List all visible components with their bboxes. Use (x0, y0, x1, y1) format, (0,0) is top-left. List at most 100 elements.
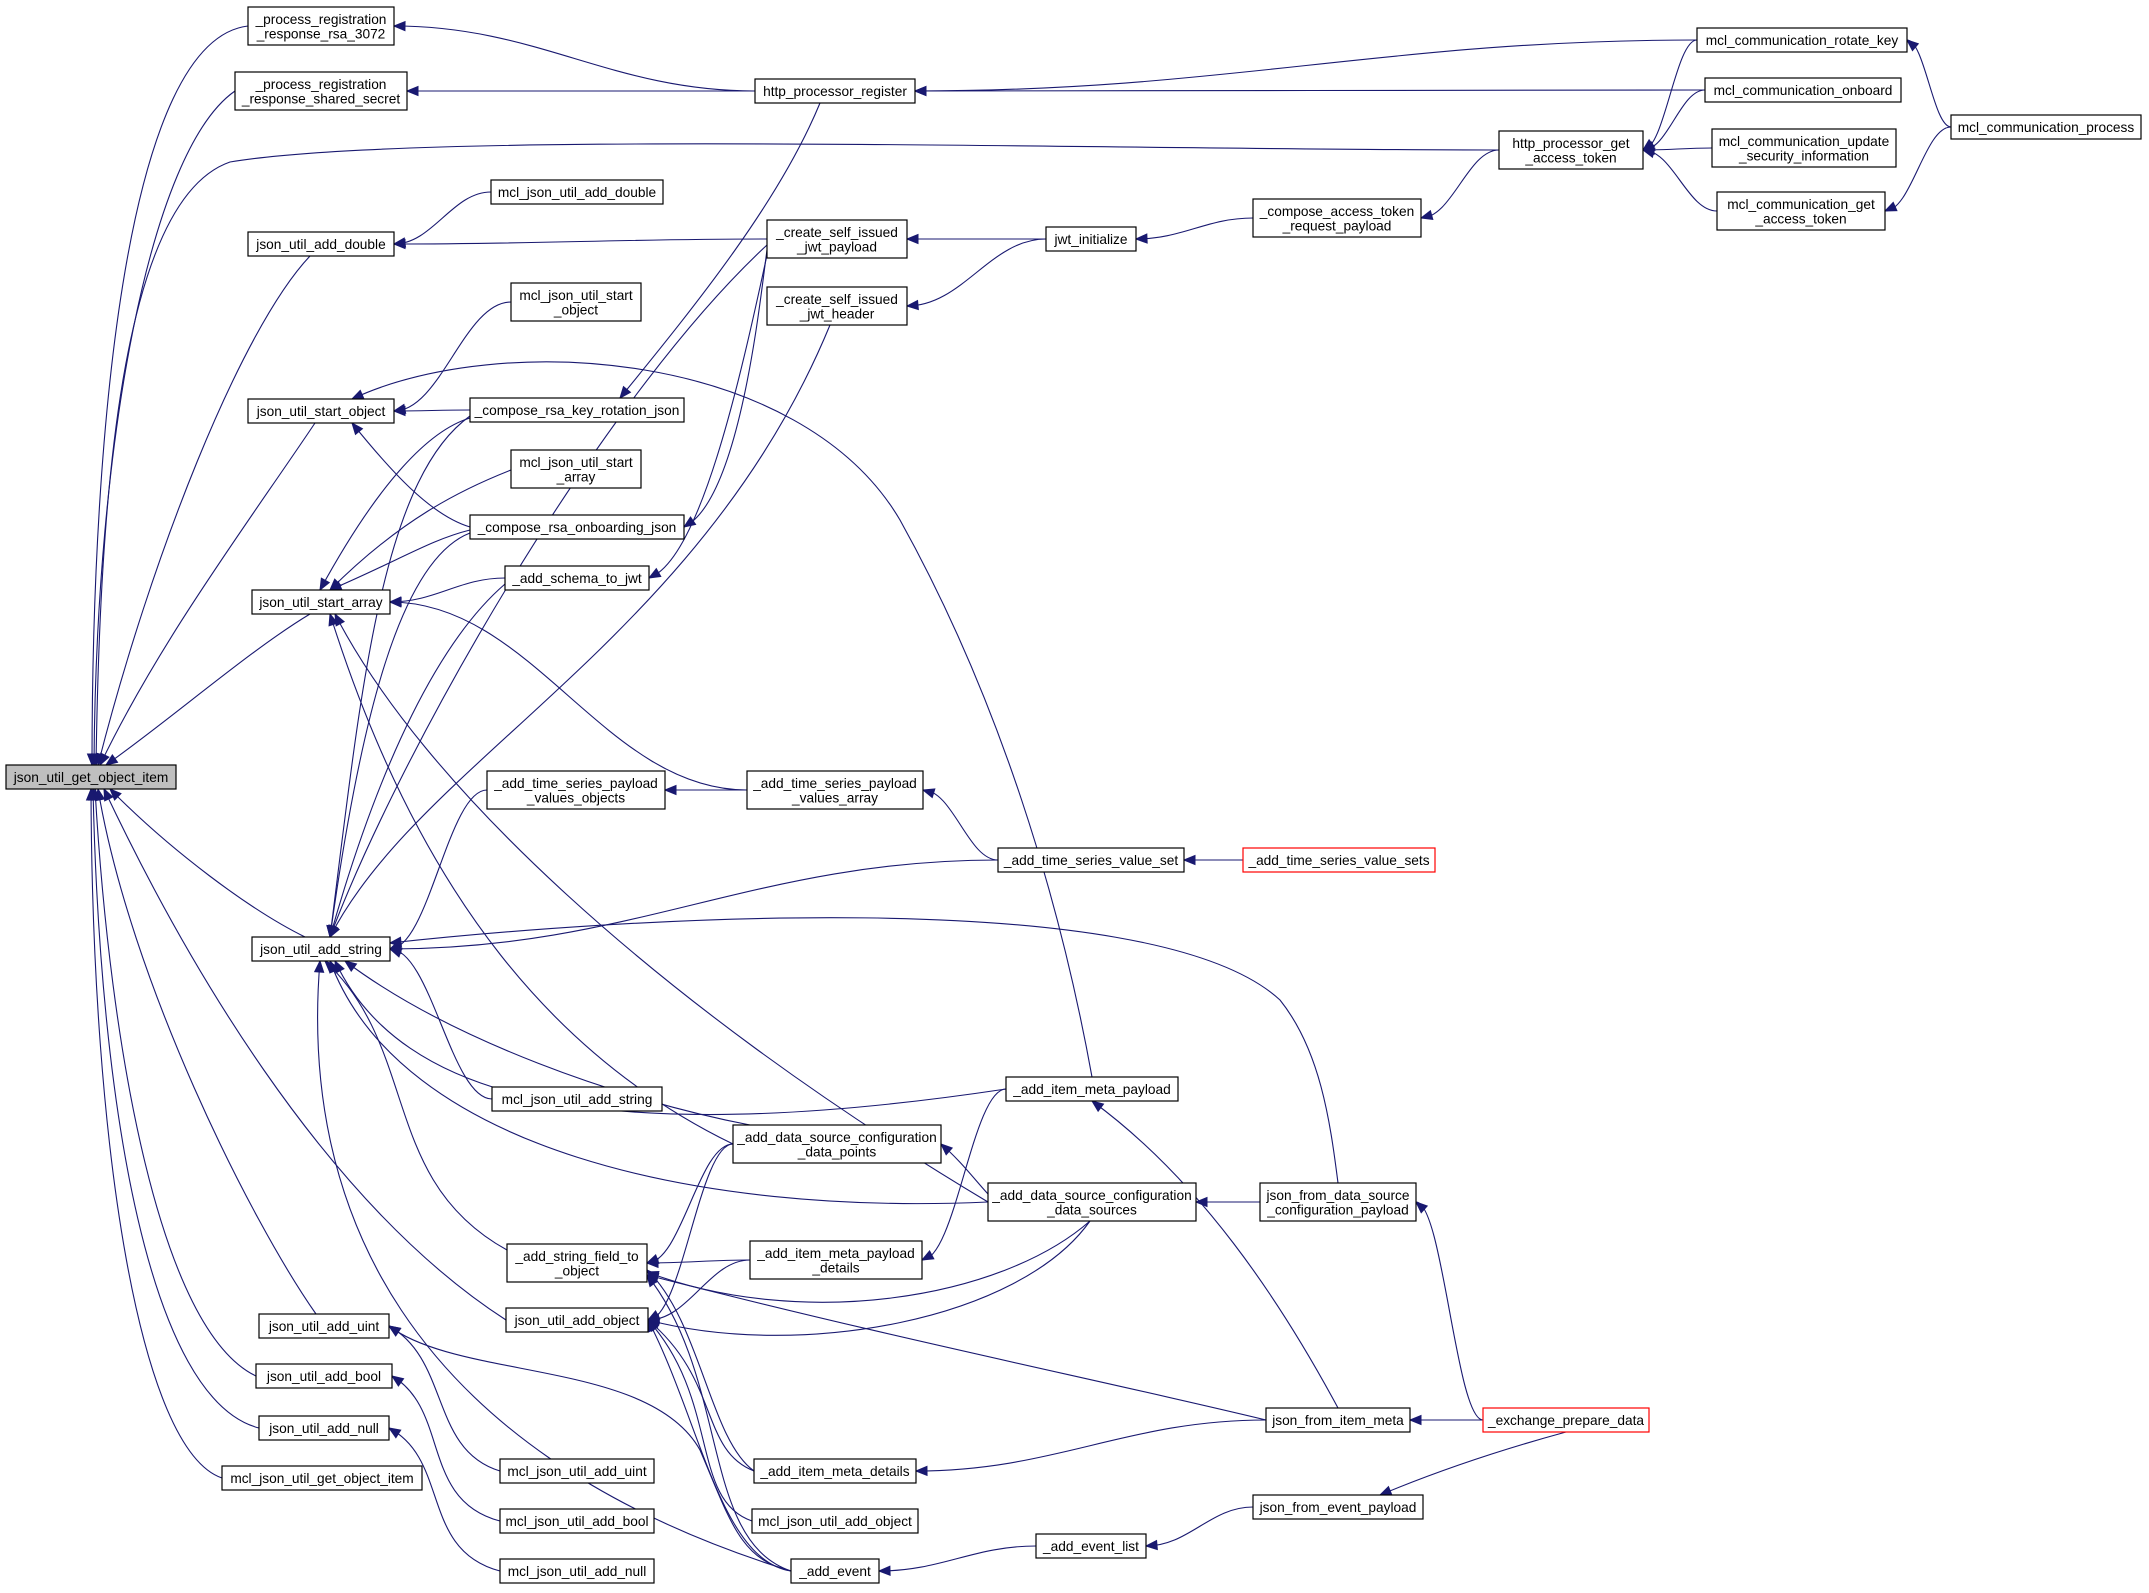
graph-node-n37[interactable]: _add_data_source_configuration_data_sour… (987, 1182, 1197, 1222)
node-box (1711, 128, 1897, 168)
graph-node-n28[interactable]: _add_time_series_payload_values_array (746, 770, 924, 810)
call-edge-n01-n04 (97, 255, 311, 766)
call-edge-n36-n42 (1091, 1100, 1339, 1409)
graph-node-n01[interactable]: json_util_get_object_item (5, 764, 177, 790)
node-box (1265, 1407, 1411, 1433)
call-edge-n21-n32 (647, 1319, 753, 1522)
call-edge-n07-n17 (329, 583, 506, 938)
call-edge-n05-n36 (351, 361, 1093, 1078)
node-label: _access_token (1754, 211, 1846, 226)
graph-node-n43[interactable]: json_from_event_payload (1252, 1494, 1424, 1520)
graph-node-n15[interactable]: mcl_json_util_start_array (510, 449, 642, 489)
node-label: mcl_json_util_add_object (758, 1514, 912, 1529)
edge-arrowhead (914, 1465, 928, 1477)
graph-node-n27[interactable]: _create_self_issued_jwt_header (766, 286, 908, 326)
graph-node-n19[interactable]: mcl_json_util_add_string (491, 1086, 663, 1112)
node-box (766, 286, 908, 326)
graph-node-n31[interactable]: _add_item_meta_details (753, 1458, 917, 1484)
call-edge-n01-n21 (103, 788, 507, 1321)
graph-node-n35[interactable]: _add_time_series_value_set (997, 847, 1185, 873)
graph-node-n02[interactable]: _process_registration_response_rsa_3072 (247, 6, 395, 46)
node-label: mcl_json_util_get_object_item (230, 1471, 413, 1486)
graph-node-n04[interactable]: json_util_add_double (247, 231, 395, 257)
graph-node-n45[interactable]: _exchange_prepare_data (1482, 1407, 1650, 1433)
graph-node-n29[interactable]: _add_data_source_configuration_data_poin… (732, 1124, 942, 1164)
node-label: _data_sources (1046, 1202, 1137, 1217)
graph-node-n46[interactable]: mcl_communication_rotate_key (1696, 27, 1908, 53)
call-edge-n08-n33 (388, 1325, 792, 1572)
node-label: json_util_start_array (258, 595, 382, 610)
node-box (247, 231, 395, 257)
graph-node-n33[interactable]: _add_event (790, 1558, 880, 1584)
node-label: _add_data_source_configuration (736, 1130, 936, 1145)
node-label: _process_registration (255, 12, 387, 27)
call-edge-n17-n26 (648, 254, 768, 579)
graph-node-n17[interactable]: _add_schema_to_jwt (504, 565, 650, 591)
node-label: json_util_start_object (256, 404, 386, 419)
graph-node-n07[interactable]: json_util_add_string (251, 936, 391, 962)
node-box (753, 1458, 917, 1484)
graph-node-n21[interactable]: json_util_add_object (505, 1307, 649, 1333)
graph-node-n06[interactable]: json_util_start_array (251, 589, 391, 615)
graph-node-n24[interactable]: mcl_json_util_add_null (499, 1558, 655, 1584)
graph-node-n36[interactable]: _add_item_meta_payload (1005, 1076, 1179, 1102)
node-label: _compose_rsa_key_rotation_json (474, 403, 680, 418)
graph-node-n03[interactable]: _process_registration_response_shared_se… (234, 71, 408, 111)
graph-node-n16[interactable]: _compose_rsa_onboarding_json (469, 514, 685, 540)
graph-node-n47[interactable]: mcl_communication_onboard (1704, 77, 1902, 103)
graph-node-n41[interactable]: json_from_data_source_configuration_payl… (1259, 1182, 1417, 1222)
call-edge-n20-n31 (646, 1269, 755, 1472)
graph-node-n22[interactable]: mcl_json_util_add_uint (499, 1458, 655, 1484)
graph-node-n26[interactable]: _create_self_issued_jwt_payload (766, 219, 908, 259)
graph-node-n13[interactable]: mcl_json_util_start_object (510, 282, 642, 322)
graph-node-n11[interactable]: mcl_json_util_get_object_item (221, 1465, 423, 1491)
call-edge-n30-n36 (921, 1088, 1007, 1261)
graph-node-n09[interactable]: json_util_add_bool (255, 1363, 393, 1389)
node-label: _compose_access_token (1259, 204, 1414, 219)
graph-node-n08[interactable]: json_util_add_uint (258, 1313, 390, 1339)
graph-node-n34[interactable]: jwt_initialize (1045, 226, 1137, 252)
call-edge-n01-n44 (95, 143, 1500, 766)
graph-node-n10[interactable]: json_util_add_null (258, 1415, 390, 1441)
node-box (504, 565, 650, 591)
call-edge-n44-n46 (1642, 39, 1698, 151)
edge-arrowhead (645, 1257, 659, 1269)
graph-node-n30[interactable]: _add_item_meta_payload_details (749, 1240, 923, 1280)
edge-arrowhead (1182, 854, 1196, 866)
graph-node-n25[interactable]: http_processor_register (754, 78, 916, 104)
edge-arrowhead (390, 1375, 405, 1387)
edge-arrowhead (1408, 1414, 1422, 1426)
node-box (505, 1307, 649, 1333)
node-box (1045, 226, 1137, 252)
graph-node-n42[interactable]: json_from_item_meta (1265, 1407, 1411, 1433)
graph-node-n49[interactable]: mcl_communication_get_access_token (1716, 191, 1886, 231)
graph-node-n14[interactable]: _compose_rsa_key_rotation_json (469, 397, 685, 423)
node-label: _process_registration (255, 77, 387, 92)
node-label: _details (811, 1260, 859, 1275)
graph-node-n40[interactable]: _add_time_series_value_sets (1242, 847, 1436, 873)
call-edge-n07-n26 (329, 244, 768, 938)
call-edge-n21-n30 (647, 1259, 751, 1321)
graph-node-n20[interactable]: _add_string_field_to_object (506, 1243, 648, 1283)
edge-arrowhead (1419, 209, 1434, 221)
graph-node-n38[interactable]: _add_event_list (1035, 1533, 1147, 1559)
graph-node-n12[interactable]: mcl_json_util_add_double (490, 179, 664, 205)
graph-node-n23[interactable]: mcl_json_util_add_bool (499, 1508, 655, 1534)
graph-node-n32[interactable]: mcl_json_util_add_object (751, 1508, 919, 1534)
graph-node-n05[interactable]: json_util_start_object (247, 398, 395, 424)
node-label: _array (556, 469, 596, 484)
call-edge-n07-n18 (389, 789, 488, 950)
edge-arrowhead (392, 405, 406, 417)
node-label: _values_objects (526, 790, 625, 805)
graph-node-n50[interactable]: mcl_communication_process (1950, 114, 2142, 140)
graph-node-n44[interactable]: http_processor_get_access_token (1498, 130, 1644, 170)
graph-node-n48[interactable]: mcl_communication_update_security_inform… (1711, 128, 1897, 168)
graph-node-n39[interactable]: _compose_access_token_request_payload (1252, 198, 1422, 238)
node-box (1259, 1182, 1417, 1222)
graph-node-n18[interactable]: _add_time_series_payload_values_objects (486, 770, 666, 810)
edge-arrowhead (324, 960, 337, 973)
node-label: mcl_communication_rotate_key (1706, 33, 1899, 48)
node-label: mcl_communication_get (1727, 197, 1875, 212)
call-edge-n14-n25 (619, 102, 821, 399)
node-label: _object (554, 1263, 599, 1278)
